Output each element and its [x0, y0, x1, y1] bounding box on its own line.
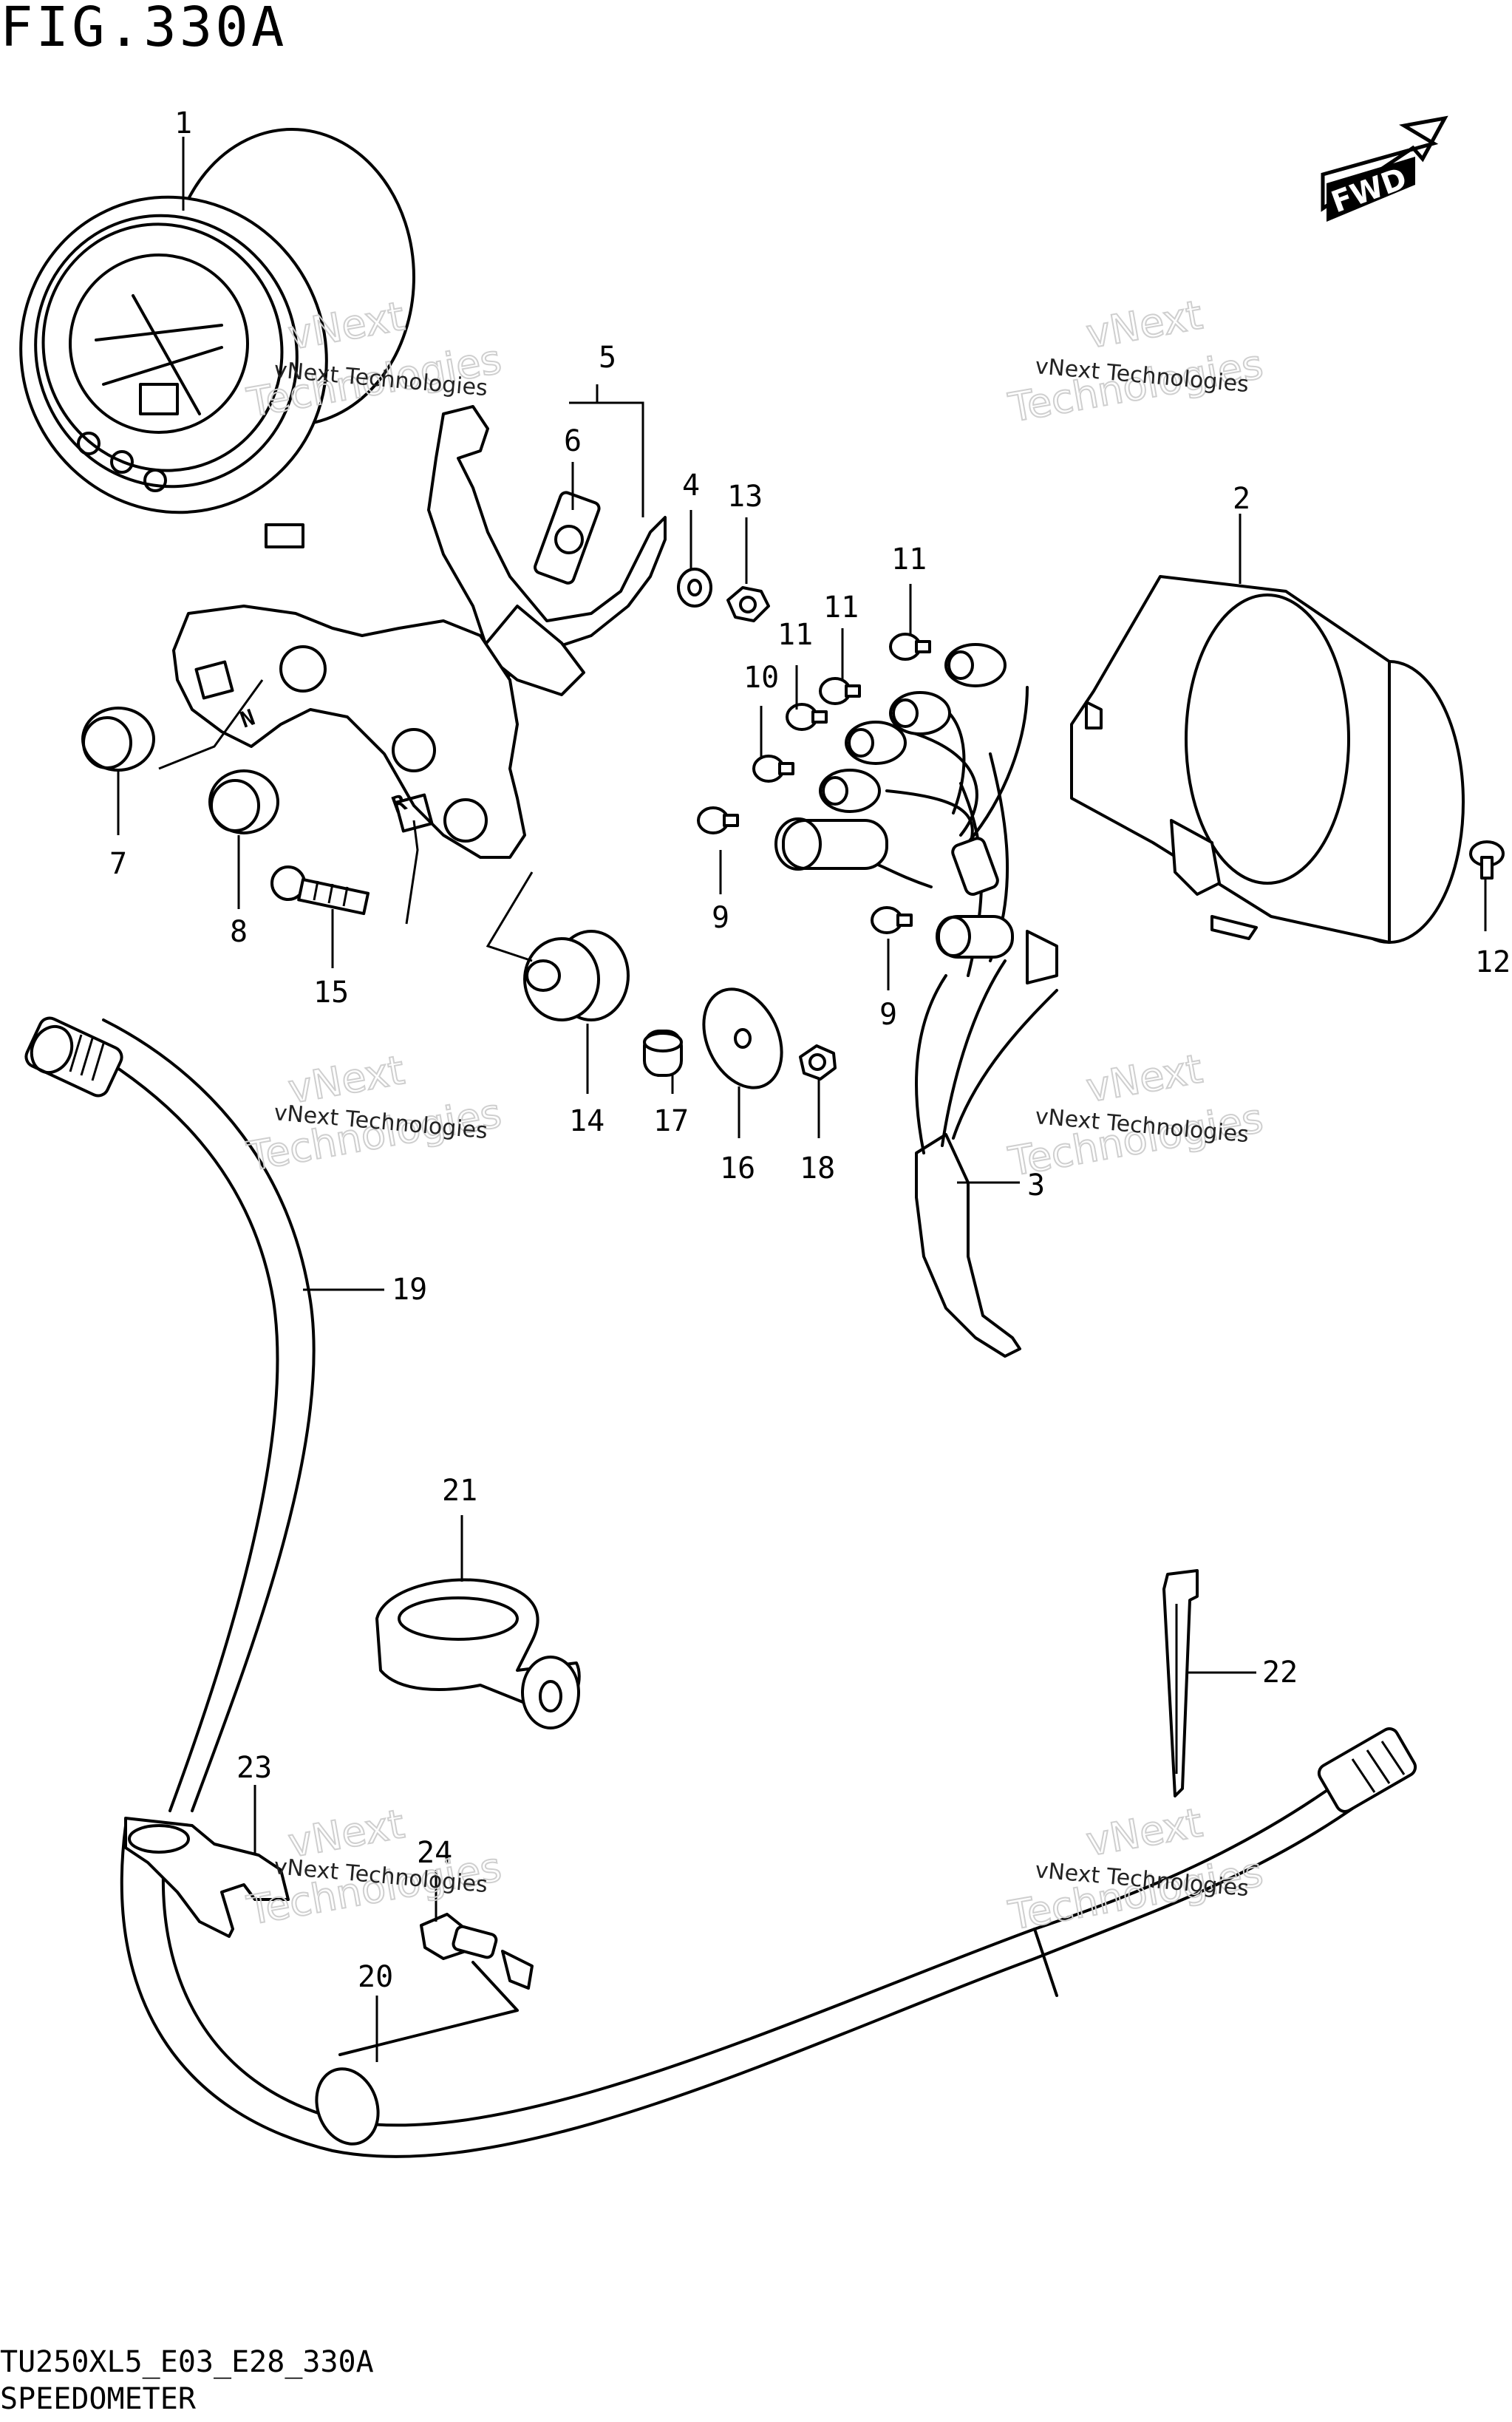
watermark-bottom-left: vNext Technologies	[242, 1800, 505, 1935]
callout-17: 17	[653, 1104, 689, 1138]
wiring-harness-3	[774, 643, 1058, 1358]
callout-8: 8	[230, 915, 248, 949]
callout-19: 19	[392, 1273, 427, 1307]
bolt-24	[420, 1913, 498, 1960]
cable-tie-22	[1162, 1569, 1199, 1797]
watermark-mid-left: vNext Technologies	[242, 1046, 505, 1181]
grommet-8	[208, 769, 279, 834]
svg-text:vNext: vNext	[1083, 1799, 1205, 1865]
callout-5: 5	[599, 341, 616, 375]
bulb-10	[752, 755, 794, 783]
callout-11b: 11	[823, 591, 859, 625]
speedometer-gauge	[19, 128, 415, 548]
callout-15: 15	[313, 976, 349, 1010]
leader-lines	[117, 137, 1487, 2062]
bulb-9b	[871, 906, 913, 934]
callout-23: 23	[236, 1751, 272, 1785]
callout-11c: 11	[777, 618, 813, 652]
bulb-11a	[889, 633, 931, 661]
callout-1: 1	[174, 106, 192, 140]
callout-3: 3	[1027, 1169, 1045, 1203]
model-code-caption: TU250XL5_E03_E28_330A	[0, 2345, 374, 2379]
figure-title: FIG.330A	[0, 0, 287, 59]
callout-6: 6	[564, 424, 582, 458]
callout-12: 12	[1475, 945, 1511, 979]
cable-clamp-23	[124, 1817, 290, 1938]
callout-7: 7	[109, 847, 127, 881]
bulb-9a	[697, 806, 739, 834]
speedometer-cable-19	[24, 1016, 316, 1812]
damper-14	[523, 930, 630, 1021]
screw-15	[270, 865, 370, 916]
callout-18: 18	[800, 1152, 835, 1186]
callout-numbers: 1 2 3 4 5 6 7 8 9 9 10 11 11 11 12 13 14…	[109, 106, 1511, 1994]
speedometer-cable-20	[120, 1727, 1417, 2158]
callout-9b: 9	[879, 998, 897, 1032]
callout-11a: 11	[891, 542, 927, 576]
section-name-caption: SPEEDOMETER	[0, 2382, 196, 2416]
callout-21: 21	[442, 1474, 477, 1508]
meter-cover-2	[1070, 575, 1465, 944]
washer-4	[677, 568, 712, 608]
svg-text:vNext: vNext	[1083, 1045, 1205, 1111]
callout-16: 16	[720, 1152, 755, 1186]
cable-clamp-21	[375, 1578, 581, 1729]
callout-24: 24	[417, 1836, 452, 1870]
callout-14: 14	[569, 1104, 605, 1138]
fwd-arrow-icon: FWD	[1321, 115, 1448, 222]
callout-10: 10	[743, 661, 779, 695]
callout-20: 20	[358, 1960, 393, 1994]
lamp-plate: N R	[172, 605, 526, 859]
callout-13: 13	[727, 480, 763, 514]
bulb-11c	[786, 703, 828, 731]
bulb-11b	[819, 677, 861, 705]
callout-9a: 9	[712, 901, 729, 935]
collar-17	[643, 1030, 683, 1077]
nut-18	[799, 1044, 837, 1081]
meter-bracket	[427, 405, 667, 696]
callout-22: 22	[1262, 1656, 1298, 1690]
washer-16	[702, 987, 783, 1089]
svg-text:vNext: vNext	[1083, 291, 1205, 357]
nut-13	[726, 586, 770, 622]
callout-2: 2	[1233, 482, 1250, 516]
callout-4: 4	[682, 469, 700, 503]
grommet-7	[81, 707, 155, 772]
screw-12	[1469, 840, 1505, 880]
